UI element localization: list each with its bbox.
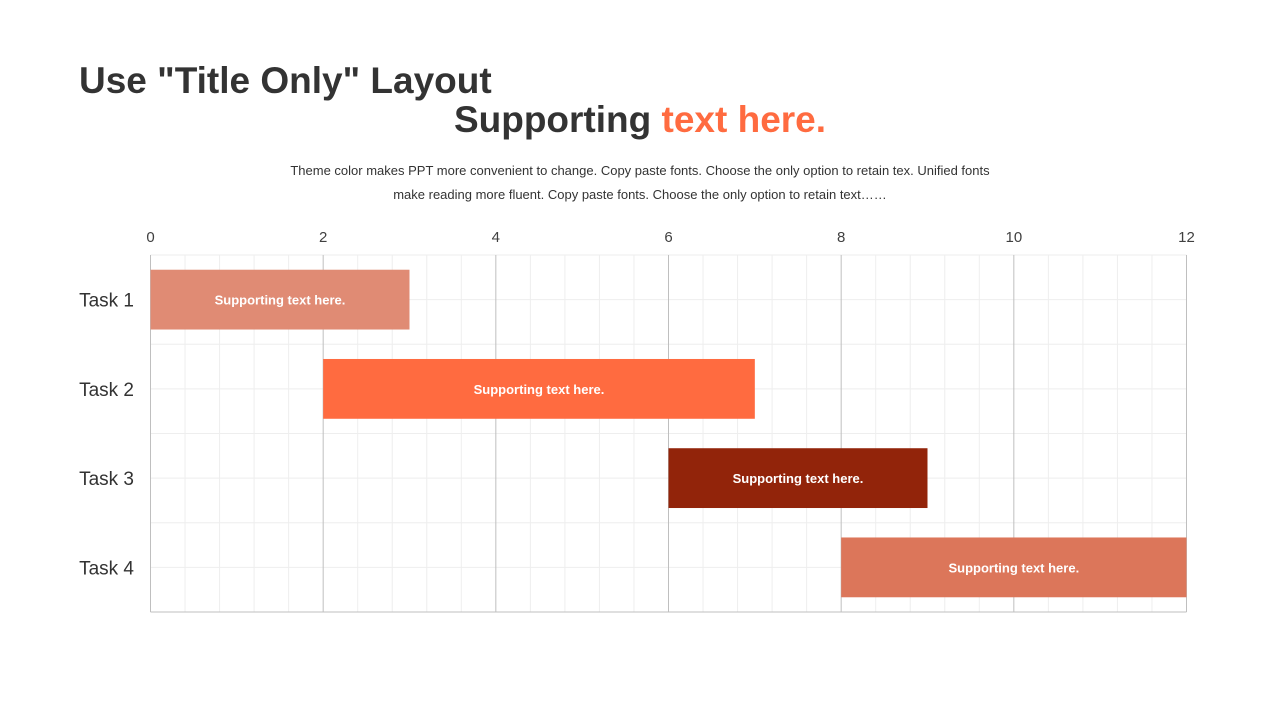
description-line-1: Theme color makes PPT more convenient to… (290, 163, 990, 178)
task-bar (323, 358, 755, 419)
description-line-2: make reading more fluent. Copy paste fon… (393, 187, 887, 202)
x-tick-label: 6 (664, 229, 672, 246)
x-tick-label: 0 (146, 229, 154, 246)
task-bar (150, 269, 410, 330)
task-bar (841, 537, 1187, 598)
task-bar-label: Supporting text here. (948, 560, 1079, 575)
x-tick-label: 2 (319, 229, 327, 246)
subtitle: Supporting text here. (0, 99, 1280, 141)
slide-title: Use "Title Only" Layout (79, 60, 492, 101)
task-label: Task 3 (79, 469, 134, 490)
task-label: Task 4 (79, 558, 134, 579)
task-bar-label: Supporting text here. (733, 471, 864, 486)
task-bars: Supporting text here. Supporting text her… (150, 269, 1187, 598)
x-tick-label: 10 (1005, 229, 1022, 246)
task-bar (668, 448, 928, 509)
task-label: Task 2 (79, 380, 134, 401)
description: Theme color makes PPT more convenient to… (270, 159, 1010, 207)
task-bar-label: Supporting text here. (215, 293, 346, 308)
task-label: Task 1 (79, 291, 134, 312)
subtitle-main: Supporting (453, 99, 662, 140)
x-tick-label: 8 (837, 229, 845, 246)
task-bar-label: Supporting text here. (474, 382, 605, 397)
x-axis-ticks: 0 2 4 6 8 10 12 (146, 229, 1195, 246)
y-axis-labels: Task 1 Task 2 Task 3 Task 4 (79, 291, 134, 580)
subtitle-accent: text here. (661, 99, 827, 140)
x-tick-label: 12 (1178, 229, 1195, 246)
x-tick-label: 4 (492, 229, 500, 246)
